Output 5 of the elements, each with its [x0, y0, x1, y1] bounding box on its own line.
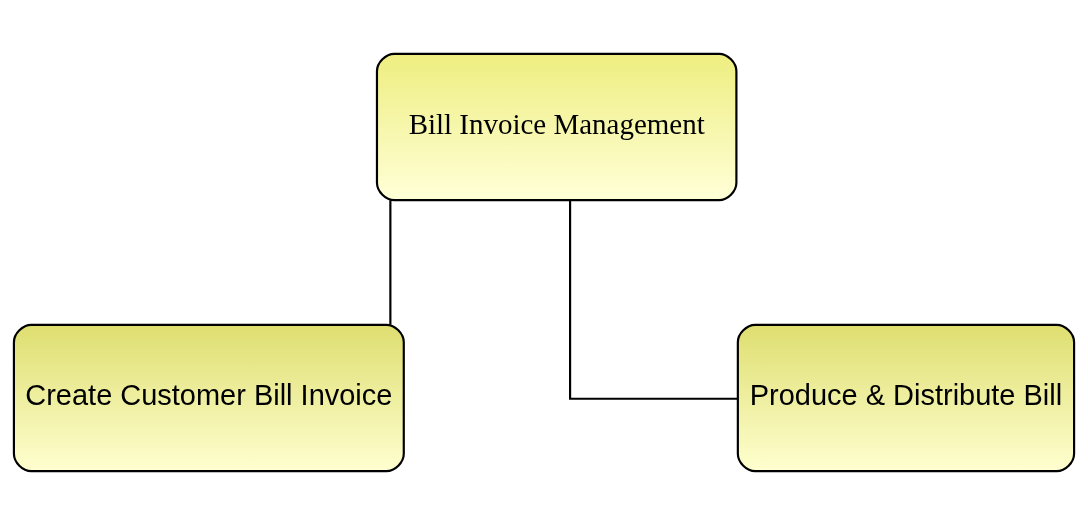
- node-box: Produce & Distribute Bill: [736, 323, 1076, 472]
- node-box: Bill Invoice Management: [375, 52, 738, 201]
- connector: [569, 200, 738, 400]
- connector: [389, 199, 392, 325]
- node-box: Create Customer Bill Invoice: [12, 323, 405, 472]
